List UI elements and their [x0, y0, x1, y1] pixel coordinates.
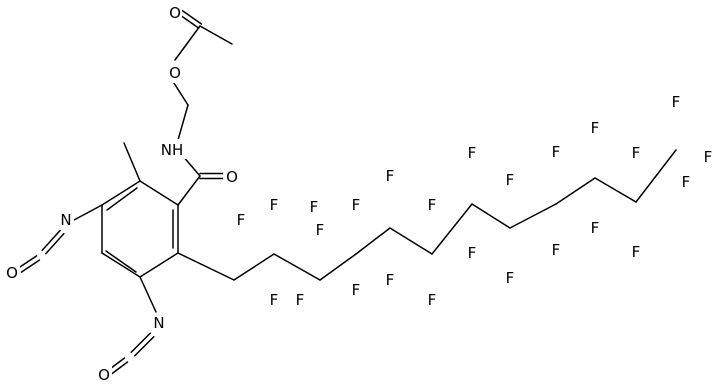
bond: [174, 25, 201, 61]
bond: [471, 203, 511, 229]
isocyanate-nitrogen-label: N: [153, 314, 164, 332]
isocyanate-oxygen-label: O: [98, 366, 110, 384]
fluorine-label: F: [296, 291, 305, 309]
ester-oxygen-label: O: [169, 64, 181, 82]
bond: [509, 203, 557, 229]
bond: [101, 180, 141, 206]
bond: [139, 180, 179, 206]
bond: [431, 203, 473, 255]
bond: [233, 253, 275, 281]
bond: [73, 204, 103, 221]
fluorine-label: F: [352, 281, 361, 299]
fluorine-label: F: [632, 243, 641, 261]
bond: [319, 253, 357, 281]
fluorine-label: F: [270, 196, 279, 214]
bond: [180, 9, 203, 25]
bond: [171, 79, 189, 106]
fluorine-label: F: [352, 196, 361, 214]
fluorine-label: F: [506, 171, 515, 189]
bond: [17, 255, 38, 269]
bond: [355, 227, 391, 255]
fluorine-label: F: [591, 119, 600, 137]
bond: [130, 332, 151, 353]
bond: [389, 227, 433, 255]
fluorine-label: F: [468, 244, 477, 262]
fluorine-label: F: [682, 173, 691, 191]
bond: [134, 336, 155, 357]
atom-label-layer: O O NH O N O N O: [4, 2, 239, 384]
fluorine-label: F: [672, 93, 681, 111]
fluorine-label: F: [386, 167, 395, 185]
fluorine-label: F: [591, 219, 600, 237]
fluorine-label: F: [386, 271, 395, 289]
bond: [106, 187, 138, 211]
fluorine-label: F: [428, 291, 437, 309]
bond: [105, 250, 137, 273]
fluorine-label: F: [552, 241, 561, 259]
bond: [139, 276, 157, 313]
fluorine-label: F: [270, 291, 279, 309]
amide-nh-label: NH: [161, 141, 184, 159]
bond: [555, 177, 596, 205]
fluorine-label: F: [310, 198, 319, 216]
bond: [177, 252, 235, 281]
bond: [635, 149, 677, 203]
fluorine-label: F: [506, 269, 515, 287]
bond: [139, 252, 179, 278]
fluorine-label: F: [316, 221, 325, 239]
fluorine-label: F: [704, 148, 713, 166]
fluorine-label: F: [632, 144, 641, 162]
bond: [177, 175, 201, 206]
bond: [273, 253, 321, 281]
isocyanate-oxygen-label: O: [6, 264, 18, 282]
fluorine-label: F: [237, 211, 246, 229]
bond: [199, 25, 233, 45]
bond: [45, 232, 65, 255]
bond: [123, 142, 141, 182]
bond: [101, 252, 141, 278]
bond: [594, 177, 637, 203]
fluorine-label: F: [552, 143, 561, 161]
isocyanate-nitrogen-label: N: [60, 211, 71, 229]
fluorine-label: F: [468, 144, 477, 162]
carbonyl-oxygen-label: O: [169, 4, 181, 22]
bond: [20, 259, 41, 273]
bond: [110, 361, 129, 375]
amide-oxygen-label: O: [226, 168, 238, 186]
bond: [41, 229, 61, 252]
bond: [177, 104, 189, 141]
bond-layer: [17, 9, 677, 375]
fluorine-label: F: [428, 196, 437, 214]
